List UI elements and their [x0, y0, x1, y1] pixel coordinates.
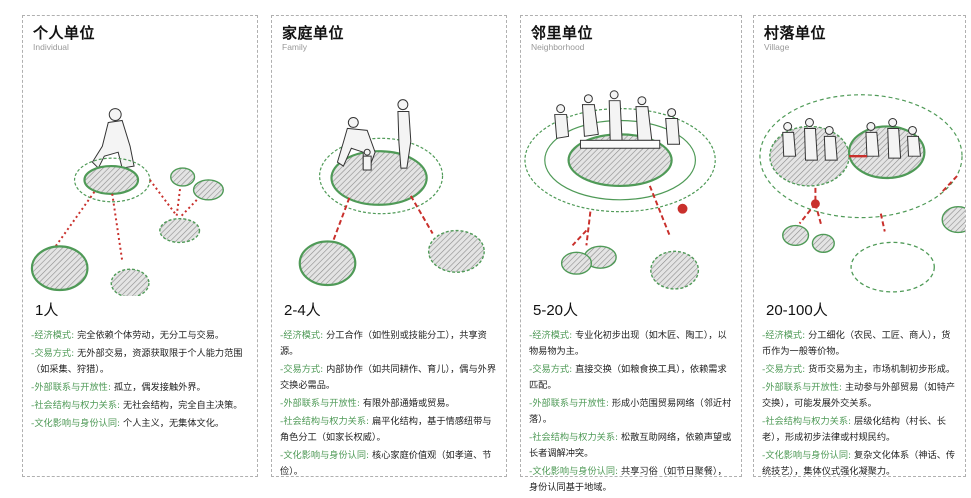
description-item: -社会结构与权力关系: 无社会结构，完全自主决策。 — [31, 400, 243, 411]
panel-subtitle: Village — [764, 42, 790, 52]
panel-title: 个人单位 — [33, 24, 96, 42]
boundary-ring — [73, 157, 151, 203]
family-figures-icon — [336, 99, 412, 171]
description-item: -交易方式: 内部协作（如共同耕作、育儿），偶与外界交换必需品。 — [280, 364, 497, 391]
contact-circle — [170, 167, 196, 187]
panel-subtitle: Individual — [33, 42, 69, 52]
description-item: -文化影响与身份认同: 复杂文化体系（神话、传统技艺），集体仪式强化凝聚力。 — [762, 450, 956, 477]
contact-circle — [427, 229, 485, 273]
contact-circle — [159, 217, 201, 244]
contact-circle — [782, 224, 810, 247]
population-scale: 1人 — [35, 302, 59, 319]
panel-village: 村落单位 Village — [753, 15, 966, 477]
panel-neighborhood: 邻里单位 Neighborhood 5-20 — [520, 15, 742, 493]
potential-circle — [850, 241, 935, 293]
description-item: -经济模式: 分工细化（农民、工匠、商人），货币作为一般等价物。 — [762, 330, 951, 357]
description-item: -文化影响与身份认同: 核心家庭价值观（如孝道、节俭）。 — [280, 450, 492, 477]
panel-title: 家庭单位 — [282, 24, 345, 42]
description-item: -交易方式: 直接交换（如粮食换工具），依赖需求匹配。 — [529, 364, 727, 391]
contact-circle — [650, 250, 700, 290]
description: -经济模式: 完全依赖个体劳动，无分工与交易。 -交易方式: 无外部交易，资源获… — [31, 328, 251, 434]
description-item: -社会结构与权力关系: 扁平化结构，基于情感纽带与角色分工（如家长权威）。 — [280, 416, 492, 443]
description-item: -外部联系与开放性: 孤立，偶发接触外界。 — [31, 382, 206, 393]
contact-circle — [110, 268, 150, 296]
contact-circle — [30, 245, 89, 292]
contact-circle — [941, 206, 965, 234]
description-item: -交易方式: 货币交易为主，市场机制初步形成。 — [762, 364, 956, 375]
description-item: -交易方式: 无外部交易，资源获取限于个人能力范围（如采集、狩猎）。 — [31, 348, 243, 375]
panel-title: 邻里单位 — [531, 24, 594, 42]
panel-title: 村落单位 — [764, 24, 827, 42]
population-scale: 5-20人 — [533, 302, 579, 319]
contact-circle — [560, 251, 593, 275]
description-item: -外部联系与开放性: 形成小范围贸易网络（邻近村落）。 — [529, 398, 732, 425]
description-item: -社会结构与权力关系: 层级化结构（村长、长老），形成初步法律或村规民约。 — [762, 416, 946, 443]
self-circle — [83, 164, 140, 195]
contact-circle — [811, 233, 835, 253]
description: -经济模式: 分工合作（如性别或技能分工），共享资源。 -交易方式: 内部协作（… — [280, 328, 500, 482]
description-item: -外部联系与开放性: 主动参与外部贸易（如特产交换），可能发展外交关系。 — [762, 382, 956, 409]
description-item: -文化影响与身份认同: 共享习俗（如节日聚餐），身份认同基于地域。 — [529, 466, 727, 493]
family-diagram — [272, 56, 506, 296]
population-scale: 2-4人 — [284, 302, 321, 319]
contact-circle — [298, 240, 357, 287]
panel-subtitle: Family — [282, 42, 308, 52]
description: -经济模式: 专业化初步出现（如木匠、陶工），以物易物为主。 -交易方式: 直接… — [529, 328, 735, 498]
group-figures-icon — [554, 90, 681, 149]
individual-diagram — [23, 56, 257, 296]
boundary-ring — [318, 137, 444, 215]
description-item: -社会结构与权力关系: 松散互助网络，依赖声望或长者调解冲突。 — [529, 432, 732, 459]
panel-individual: 个人单位 Individual 1人 -经济模式: 完全依赖个体劳 — [22, 15, 258, 477]
description-item: -外部联系与开放性: 有限外部通婚或贸易。 — [280, 398, 455, 409]
contact-circle — [192, 179, 224, 201]
panel-family: 家庭单位 Family 2-4人 -经济模式: 分工合作（如性别或技能分工），共… — [271, 15, 507, 477]
village-diagram — [754, 56, 965, 296]
villager-figures-icon — [782, 118, 921, 161]
description-item: -经济模式: 专业化初步出现（如木匠、陶工），以物易物为主。 — [529, 330, 727, 357]
description-item: -经济模式: 分工合作（如性别或技能分工），共享资源。 — [280, 330, 487, 357]
node-dot — [677, 203, 688, 214]
population-scale: 20-100人 — [766, 302, 828, 319]
neighborhood-diagram — [521, 56, 741, 296]
boundary-ring — [759, 94, 963, 219]
description-item: -文化影响与身份认同: 个人主义，无集体文化。 — [31, 418, 225, 429]
description: -经济模式: 分工细化（农民、工匠、商人），货币作为一般等价物。 -交易方式: … — [762, 328, 959, 482]
panel-subtitle: Neighborhood — [531, 42, 585, 52]
description-item: -经济模式: 完全依赖个体劳动，无分工与交易。 — [31, 330, 225, 341]
person-figure-icon — [91, 108, 135, 169]
